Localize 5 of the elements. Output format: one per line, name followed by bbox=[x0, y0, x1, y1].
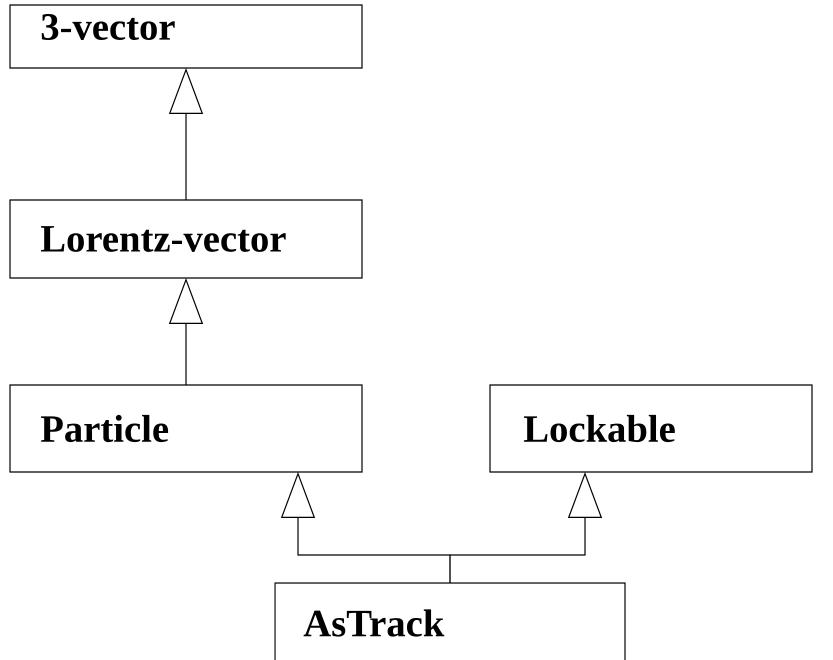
class-box: 3-vector bbox=[9, 4, 363, 69]
class-box: Particle bbox=[9, 384, 363, 473]
class-box: AsTrack bbox=[274, 582, 626, 660]
class-box: Lockable bbox=[489, 384, 813, 473]
class-box: Lorentz-vector bbox=[9, 199, 363, 279]
